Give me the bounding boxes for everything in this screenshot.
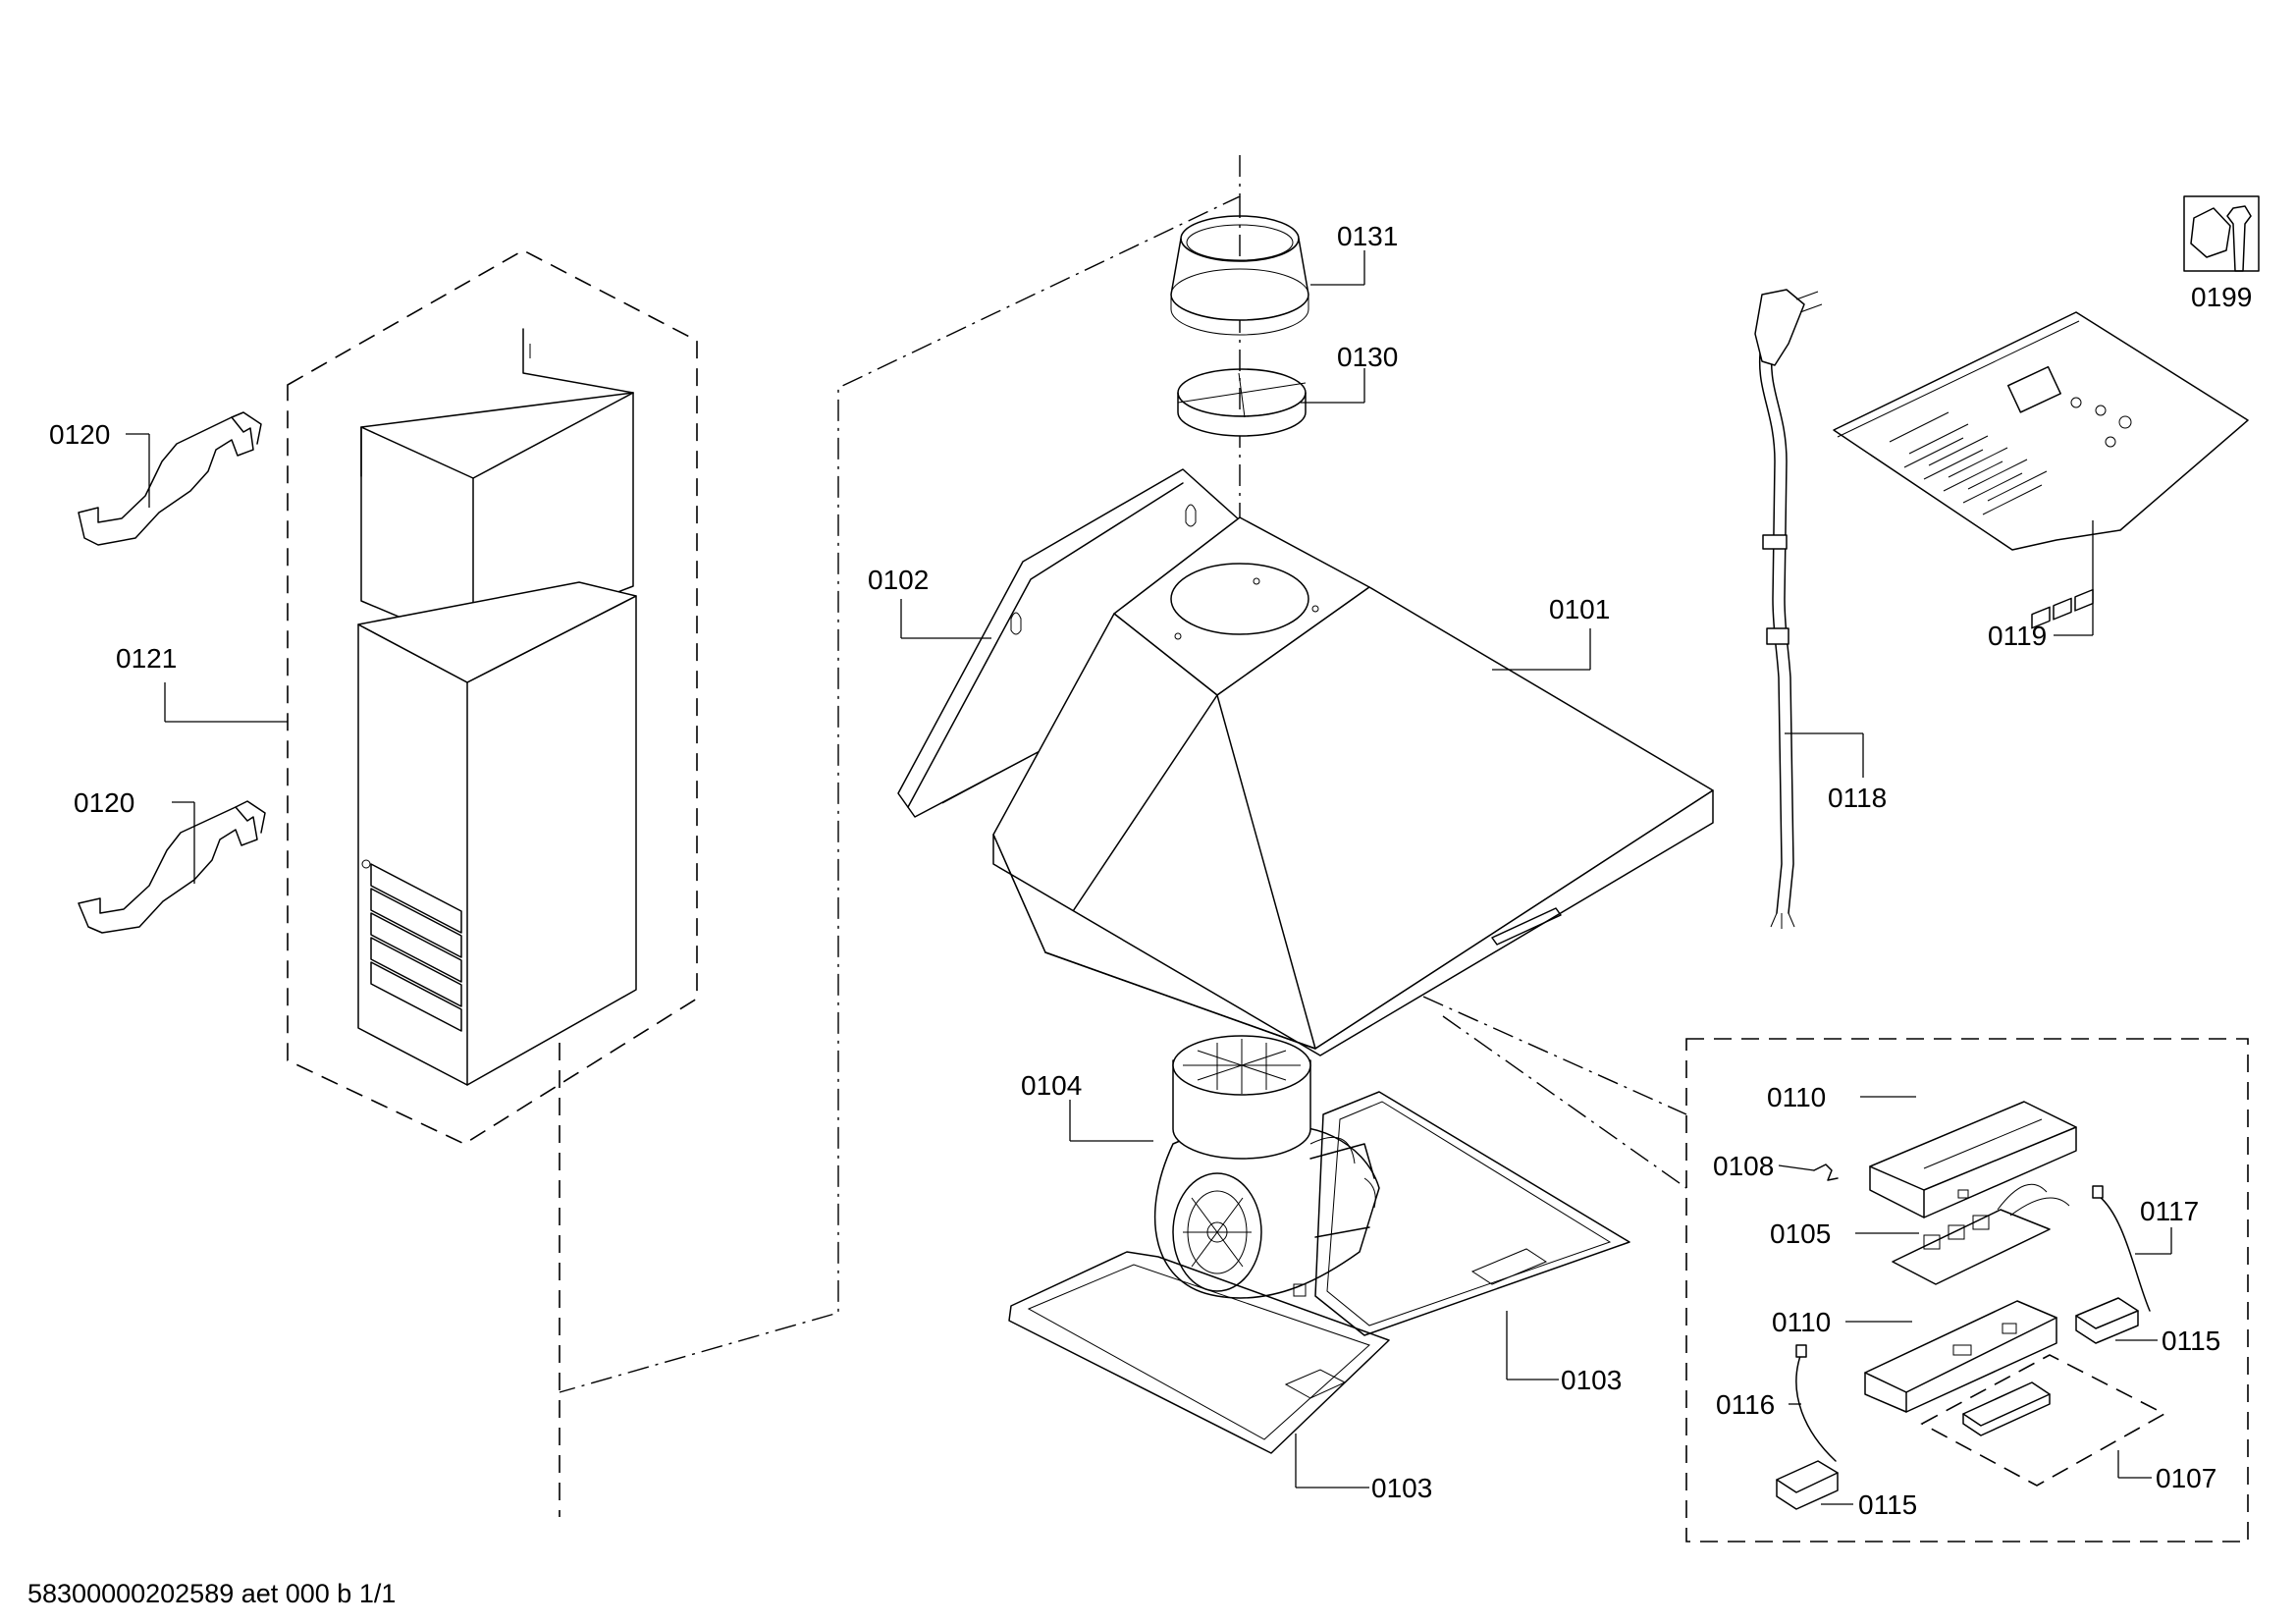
label-0130: 0130	[1337, 342, 1398, 372]
electronics-housing	[1864, 1300, 2057, 1413]
label-0120-upper: 0120	[49, 419, 110, 450]
label-0107: 0107	[2156, 1463, 2216, 1493]
label-0121: 0121	[116, 643, 177, 674]
label-0110-lower: 0110	[1772, 1307, 1831, 1337]
label-0110-upper: 0110	[1767, 1082, 1826, 1112]
label-0120-lower: 0120	[74, 787, 134, 818]
electronics-detail-frame	[1685, 1038, 2249, 1543]
fan-motor	[1153, 1035, 1380, 1299]
mounting-bracket-lower: 0120	[74, 787, 266, 934]
control-pcb	[1892, 1183, 2070, 1285]
label-0101: 0101	[1549, 594, 1610, 624]
chimney-assembly-outline	[287, 249, 698, 1145]
duct-collar	[1170, 215, 1309, 336]
power-cord	[1754, 289, 1823, 929]
control-cover	[1869, 1101, 2077, 1218]
chimney-cover-group: 0121	[116, 249, 698, 1517]
drawing-id-footer: 58300000202589 aet 000 b 1/1	[27, 1579, 396, 1608]
lower-chimney-section	[357, 581, 637, 1086]
label-0199: 0199	[2191, 282, 2252, 312]
label-0116: 0116	[1716, 1389, 1775, 1420]
backflow-flap-ring	[1177, 368, 1307, 437]
label-0104: 0104	[1021, 1070, 1082, 1101]
label-0118: 0118	[1828, 783, 1887, 813]
label-0115-left: 0115	[1858, 1489, 1917, 1520]
cable-0117	[2098, 1195, 2151, 1312]
bag-screws	[1889, 397, 2132, 515]
button-kit-0107	[1920, 588, 2166, 1487]
grease-filter-right	[1314, 1091, 1630, 1336]
button-caps	[2031, 588, 2094, 629]
label-0103-left: 0103	[1371, 1473, 1432, 1503]
label-0103-right: 0103	[1561, 1365, 1622, 1395]
label-0108: 0108	[1713, 1151, 1774, 1181]
label-0102: 0102	[868, 565, 929, 595]
label-0105: 0105	[1770, 1218, 1831, 1249]
detail-callout-line-upper	[1422, 996, 1687, 1115]
chimney-vent-slots	[370, 863, 462, 1032]
label-0115-right: 0115	[2162, 1326, 2220, 1356]
clip-0108	[1813, 1164, 1839, 1181]
cable-0116	[1795, 1352, 1837, 1462]
mounting-bracket-upper: 0120	[49, 411, 262, 546]
electronics-detail: 0110 0108 0105 0117 0115	[1422, 588, 2249, 1543]
hood-assembly-dashline	[559, 155, 1241, 1393]
label-0117: 0117	[2140, 1196, 2199, 1226]
switch-0115-left	[1776, 1460, 1839, 1510]
hood-canopy	[992, 516, 1714, 1056]
hex-nut-wrench-icon	[2183, 195, 2260, 272]
hood-front-light-slot	[1491, 907, 1562, 946]
grease-filter-left	[1008, 1251, 1390, 1454]
detail-callout-line-lower	[1442, 1015, 1687, 1189]
accessory-bag	[1833, 311, 2249, 551]
hood-assembly: 0102 0101 0131	[559, 155, 1714, 1503]
label-0131: 0131	[1337, 221, 1398, 251]
switch-0115-right	[2075, 1297, 2139, 1344]
